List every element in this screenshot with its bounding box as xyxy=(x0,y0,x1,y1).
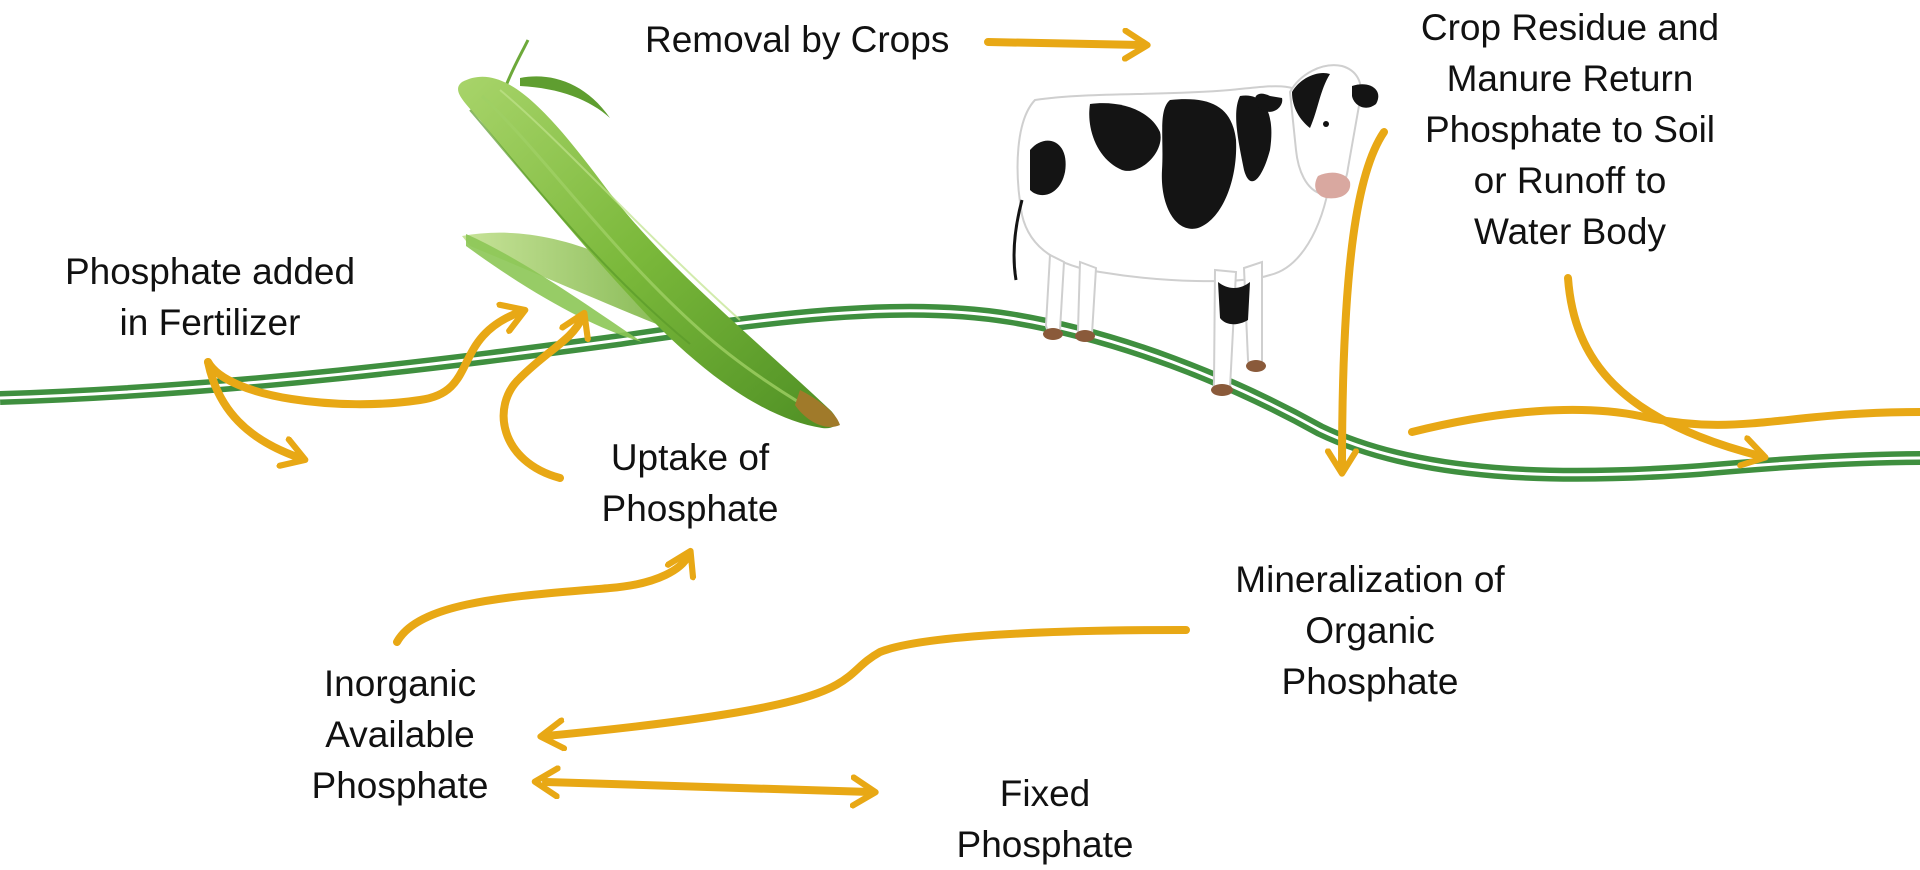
removal-by-crops-arrow xyxy=(988,42,1142,45)
label-inorganic-available: Inorganic Available Phosphate xyxy=(270,658,530,811)
mineralization-arrow xyxy=(546,630,1186,736)
water-body-wave-arrow xyxy=(1412,410,1920,432)
corn-icon xyxy=(458,40,840,428)
label-crop-residue: Crop Residue and Manure Return Phosphate… xyxy=(1400,2,1740,257)
label-mineralization: Mineralization of Organic Phosphate xyxy=(1200,554,1540,707)
label-uptake: Uptake of Phosphate xyxy=(560,432,820,534)
runoff-arrow xyxy=(1568,278,1760,456)
inorganic-to-uptake-arrow xyxy=(397,556,688,642)
label-removal-by-crops: Removal by Crops xyxy=(645,14,949,65)
label-fixed-phosphate: Fixed Phosphate xyxy=(920,768,1170,870)
label-phosphate-added: Phosphate added in Fertilizer xyxy=(40,246,380,348)
cow-icon xyxy=(1014,65,1378,396)
fixed-exchange-arrow xyxy=(546,782,870,792)
